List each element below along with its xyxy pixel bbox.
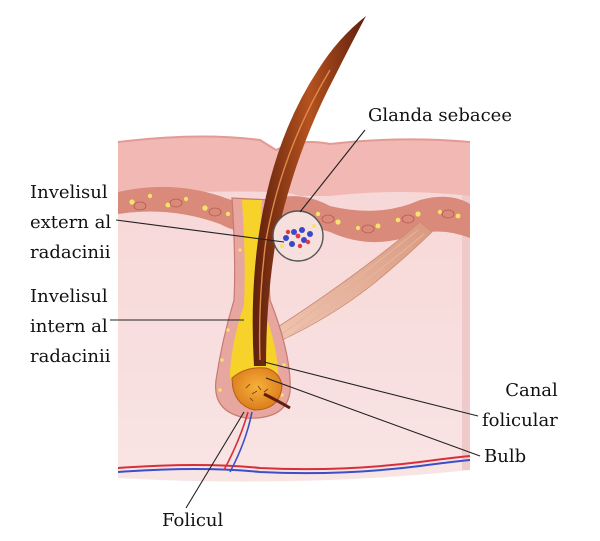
- papilla-details: [245, 383, 269, 402]
- vein: [117, 459, 471, 475]
- leader-sebaceous: [299, 129, 366, 213]
- label-sebaceous-gland: Glanda sebacee: [368, 105, 512, 126]
- leader-outer-sheath: [115, 219, 285, 243]
- follicle-artery: [223, 411, 249, 471]
- leader-lines: [110, 129, 481, 509]
- follicle-vein: [229, 411, 253, 473]
- hair-highlight: [258, 69, 331, 361]
- label-follicular-canal: Canal folicular: [482, 376, 558, 436]
- label-outer-line-2: extern al: [30, 212, 112, 233]
- label-bulb: Bulb: [484, 446, 527, 467]
- label-inner-line-1: Invelisul: [30, 286, 108, 307]
- dermis-side: [462, 150, 470, 470]
- leader-follicle: [185, 411, 245, 509]
- dermal-papilla-dark: [263, 392, 291, 410]
- label-inner-line-2: intern al: [30, 316, 108, 337]
- hair-bulb: [231, 367, 283, 411]
- label-outer-line-1: Invelisul: [30, 182, 108, 203]
- label-canal-line-2: folicular: [482, 410, 558, 431]
- label-inner-line-3: radacinii: [30, 346, 111, 367]
- hair-shaft: [252, 16, 366, 366]
- label-outer-line-3: radacinii: [30, 242, 111, 263]
- label-canal-line-1: Canal: [505, 380, 558, 401]
- follicle-cells: [218, 248, 286, 397]
- sebaceous-cells: [280, 224, 316, 249]
- cell-outlines: [133, 198, 455, 234]
- label-outer-root-sheath: Invelisul extern al radacinii: [30, 178, 111, 268]
- label-inner-root-sheath: Invelisul intern al radacinii: [30, 282, 111, 372]
- leader-canal: [263, 361, 479, 417]
- artery: [117, 455, 471, 471]
- label-follicle: Folicul: [162, 510, 224, 531]
- leader-bulb: [265, 377, 481, 457]
